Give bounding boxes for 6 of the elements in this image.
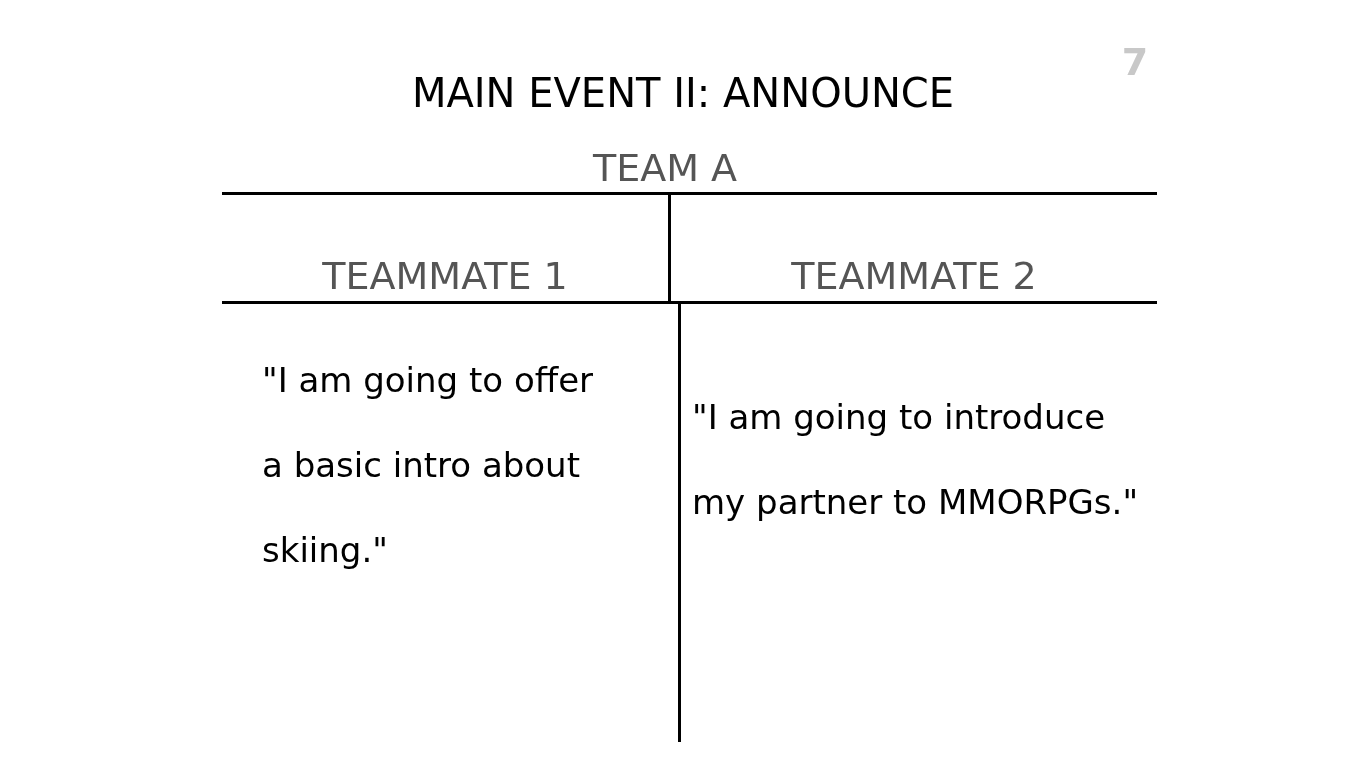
team-heading: TEAM A: [591, 146, 739, 190]
column-header: TEAMMATE 2: [790, 254, 1038, 298]
quote-text: "I am going to offer a basic intro about skiing.": [262, 359, 595, 572]
column-header: TEAMMATE 1: [321, 254, 569, 298]
quote-text: "I am going to introduce my partner to MMORPGs.": [692, 396, 1140, 524]
slide-title: MAIN EVENT II: ANNOUNCE: [410, 70, 956, 116]
